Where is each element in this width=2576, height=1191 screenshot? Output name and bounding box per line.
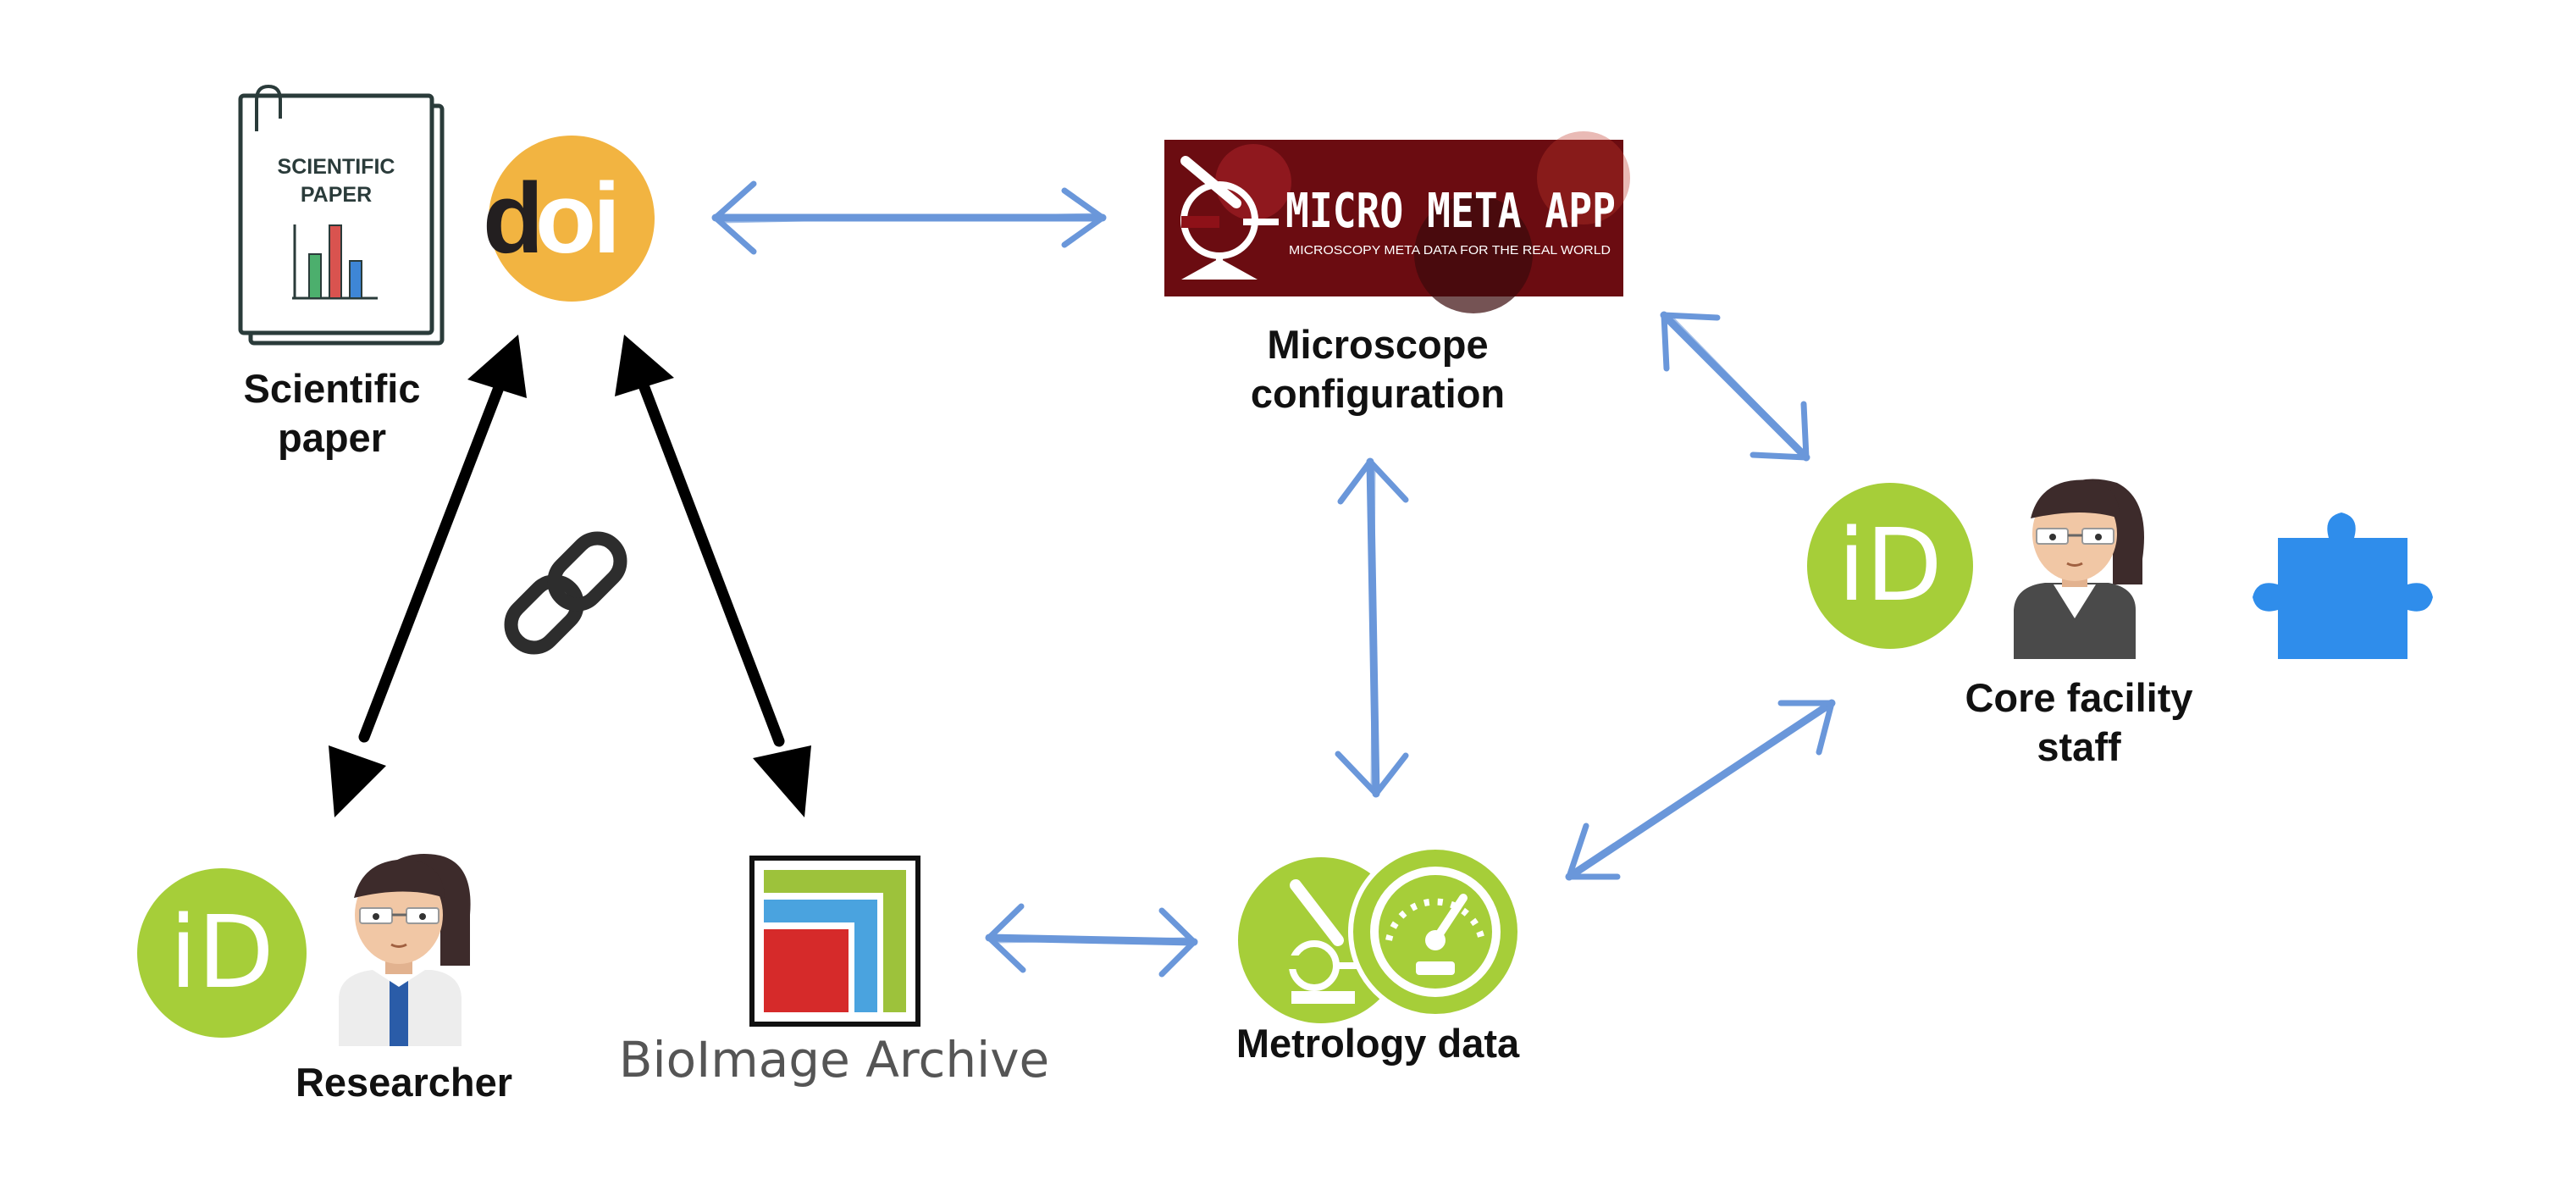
arrow-metrology-core-facility [1565,699,1836,881]
core-facility-staff-label-line1: Core facility [1965,675,2193,720]
doi-logo-d: d [483,163,540,274]
core-facility-staff-label-line2: staff [2037,724,2121,769]
researcher-person-icon [339,854,471,1046]
arrow-microscope-config-metrology [1335,457,1409,798]
scientific-paper-label-line2: paper [277,415,386,460]
microscope-configuration-label-line2: configuration [1250,371,1506,416]
micro-meta-app-banner: MICRO META APP MICROSCOPY META DATA FOR … [1164,131,1630,313]
core-facility-staff-label: Core facility staff [1965,673,2192,772]
bioimage-archive-label-text: BioImage Archive [618,1031,1050,1089]
microscope-configuration-label-line1: Microscope [1267,322,1489,367]
scientific-paper-label-line1: Scientific [243,366,421,411]
bioimage-archive-logo-icon [749,856,920,1027]
orcid-text-researcher: iD [169,894,274,1011]
metrology-data-label-text: Metrology data [1235,1021,1520,1066]
banner-subtitle: MICROSCOPY META DATA FOR THE REAL WORLD [1289,243,1611,258]
orcid-id-icon-researcher: iD [137,868,307,1038]
banner-title: MICRO META APP [1285,184,1616,239]
scientific-paper-label: Scientific paper [244,364,421,463]
arrow-doi-bioimage-archive [615,335,811,817]
paper-icon-text-line1: SCIENTIFIC [278,155,395,179]
arrow-doi-researcher [329,335,527,817]
researcher-label-text: Researcher [295,1060,513,1105]
arrow-doi-microscope-config [711,180,1107,255]
puzzle-piece-icon [2253,512,2433,659]
bioimage-archive-label: BioImage Archive [619,1035,1050,1084]
doi-logo-oi: oi [535,163,617,274]
arrow-microscope-config-core-facility [1660,311,1810,462]
microscope-configuration-label: Microscope configuration [1251,320,1505,418]
scientific-paper-icon: SCIENTIFIC PAPER [238,84,445,346]
orcid-id-icon-core-facility: iD [1807,483,1973,649]
orcid-text-core-facility: iD [1838,507,1943,623]
researcher-label: Researcher [296,1058,512,1107]
arrow-bioimage-metrology [985,903,1198,978]
metrology-microscope-gauge-icon [1238,845,1523,1023]
core-facility-staff-person-icon [2014,479,2144,659]
paper-icon-text-line2: PAPER [301,183,372,207]
chain-link-icon [504,531,627,655]
metrology-data-label: Metrology data [1236,1019,1519,1068]
doi-logo-icon: d oi [483,136,655,302]
